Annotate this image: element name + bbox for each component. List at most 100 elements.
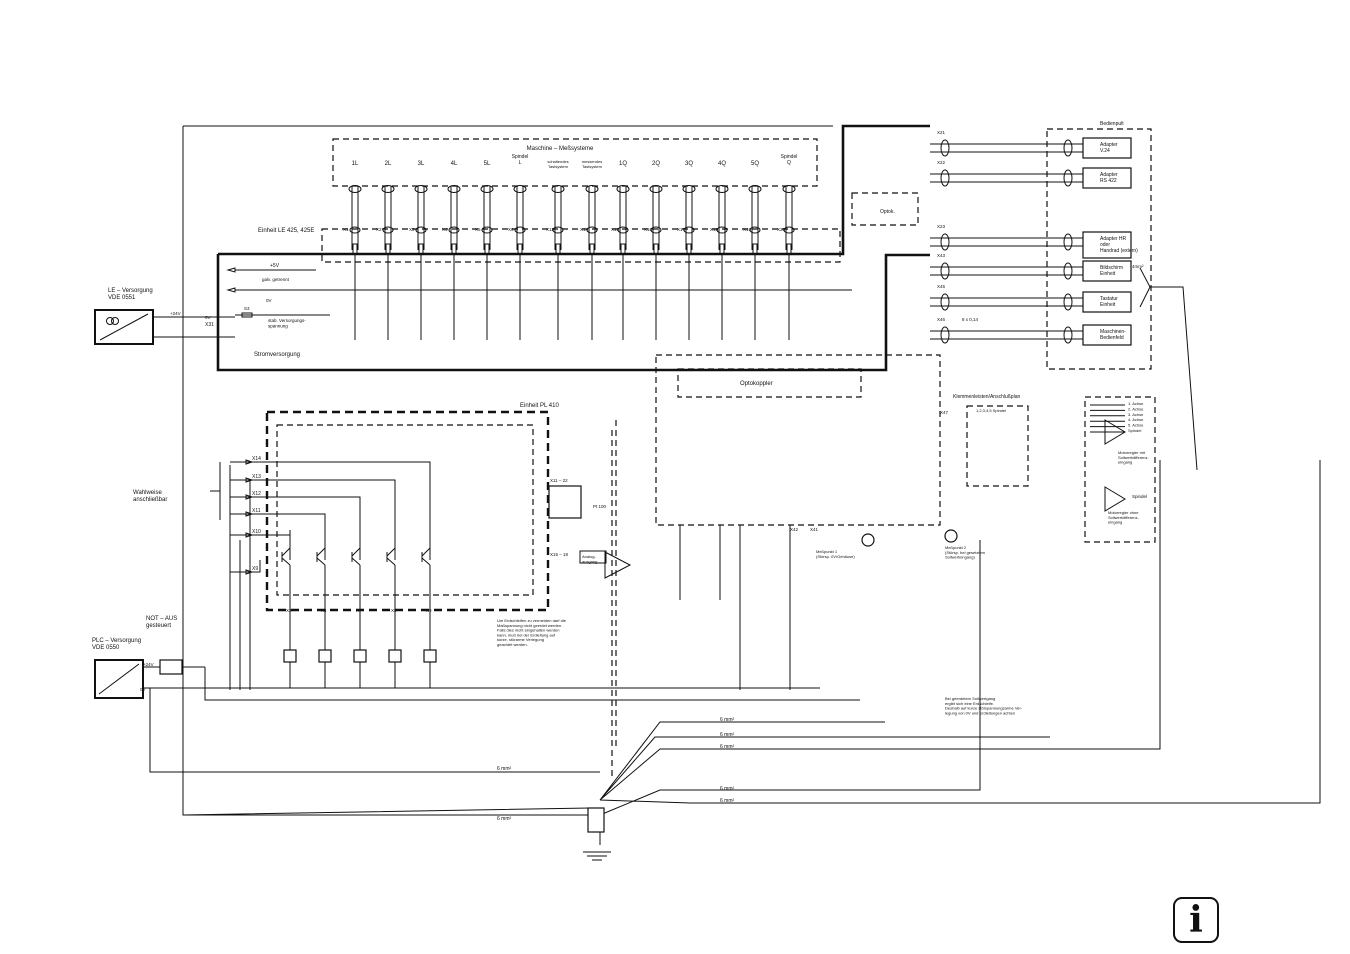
adapter-label: Maschinen-Bedienfeld	[1100, 329, 1126, 341]
ground-bar	[587, 807, 605, 833]
cable-glands-top	[348, 185, 796, 340]
achse-label: 4. Achse	[1128, 417, 1144, 422]
messpunkt2-symbol	[944, 529, 958, 543]
top-connector-label: X20	[777, 227, 786, 232]
right-connector-label: X23	[937, 224, 946, 229]
output-transistor	[386, 530, 396, 660]
top-connector-label: X19	[743, 227, 752, 232]
cable-gland	[480, 185, 494, 193]
output-transistor	[421, 530, 431, 660]
not-aus-switch	[159, 659, 183, 675]
achse-label: 5. Achse	[1128, 423, 1144, 428]
klemmenleisten-box	[966, 405, 1029, 487]
channel-label: 5L	[484, 161, 491, 167]
cable-gland	[748, 185, 762, 193]
cable-gland	[782, 185, 796, 193]
klemmenleisten-label: Klemmenleisten/Anschlußplan	[953, 394, 1020, 400]
x41-label: X41	[810, 527, 819, 532]
output-connector-label: X3	[286, 608, 292, 613]
adapter-box	[1082, 231, 1132, 259]
wire-size-label: 6 mm²	[720, 717, 735, 723]
measure-channels: 1L 2L 3L 4L 5L 1Q 2Q 3Q 4Q 5Q	[352, 161, 760, 167]
cable-gland	[649, 185, 663, 193]
cable-gland	[447, 185, 461, 193]
cable-gland	[585, 185, 599, 193]
optokoppler-label: Optokoppler	[740, 381, 773, 387]
achse-label: 3. Achse	[1128, 412, 1144, 417]
right-connector-label: X45	[937, 284, 946, 289]
ground-wires	[182, 460, 1321, 816]
relay-coil	[353, 649, 367, 663]
x15-18-label: X15 – 18	[550, 552, 569, 557]
wire-size-label: 6 mm²	[497, 766, 512, 772]
cable-gland	[616, 185, 630, 193]
adapter-box	[1082, 260, 1132, 282]
right-connector-label: X43	[937, 253, 946, 258]
unit-le-frame	[321, 228, 841, 263]
cable-gland	[682, 185, 696, 193]
spindel-out-label: Spindel	[1132, 494, 1147, 499]
output-transistor	[281, 530, 291, 660]
top-connector-label: X17	[677, 227, 686, 232]
optok-top-box	[851, 192, 919, 226]
measuring-systems-title: Maschine – Meßsysteme	[527, 146, 594, 152]
messpunkt1-symbol	[861, 533, 875, 547]
pl-input-label: X14	[252, 456, 261, 462]
achse-label: 1. Achse	[1128, 401, 1144, 406]
top-connector-label: X18	[710, 227, 719, 232]
relay-coil	[318, 649, 332, 663]
channel-label: 1L	[352, 161, 359, 167]
info-icon[interactable]: i	[1173, 897, 1219, 943]
pl-input-label: X9	[252, 566, 258, 572]
info-icon-glyph: i	[1189, 899, 1203, 941]
pl-input-label: X12	[252, 491, 261, 497]
stromversorgung-label: Stromversorgung	[254, 352, 300, 358]
leitung-8x014-label: 8 x 0,14	[962, 317, 979, 322]
channel-label: 4L	[451, 161, 458, 167]
top-connector-label: X2	[376, 227, 382, 232]
zero-v-label: 0V	[266, 298, 272, 303]
io-frame	[655, 354, 941, 526]
earth-symbol	[583, 851, 611, 861]
achse-label: 2. Achse	[1128, 406, 1144, 411]
output-connector-label: X4	[321, 608, 327, 613]
s3-label: S3	[244, 306, 250, 311]
cable-gland	[715, 185, 729, 193]
pl-input-label: X13	[252, 474, 261, 480]
adapter-box	[1082, 324, 1132, 346]
plus5v-label: +5V	[270, 263, 280, 269]
cable-gland	[551, 185, 565, 193]
galv-getrennt-label: galv. getrennt	[262, 277, 290, 282]
motorregler-frame	[1084, 396, 1156, 543]
top-connector-label: X4	[442, 227, 448, 232]
adapter-box	[1082, 137, 1132, 159]
spindel-achsen-label: 1,2,3,4,5 Spindel	[976, 408, 1006, 413]
wire-size-label: 6 mm²	[720, 798, 735, 804]
achse-label: Spindel	[1128, 428, 1141, 433]
cable-gland	[381, 185, 395, 193]
top-connector-label: X6	[508, 227, 514, 232]
unit-pl-frame	[265, 410, 550, 612]
output-connector-label: X9	[426, 608, 432, 613]
right-connector-label: X21	[937, 130, 946, 135]
main-bus-line	[218, 124, 930, 256]
top-connector-label: X3	[409, 227, 415, 232]
